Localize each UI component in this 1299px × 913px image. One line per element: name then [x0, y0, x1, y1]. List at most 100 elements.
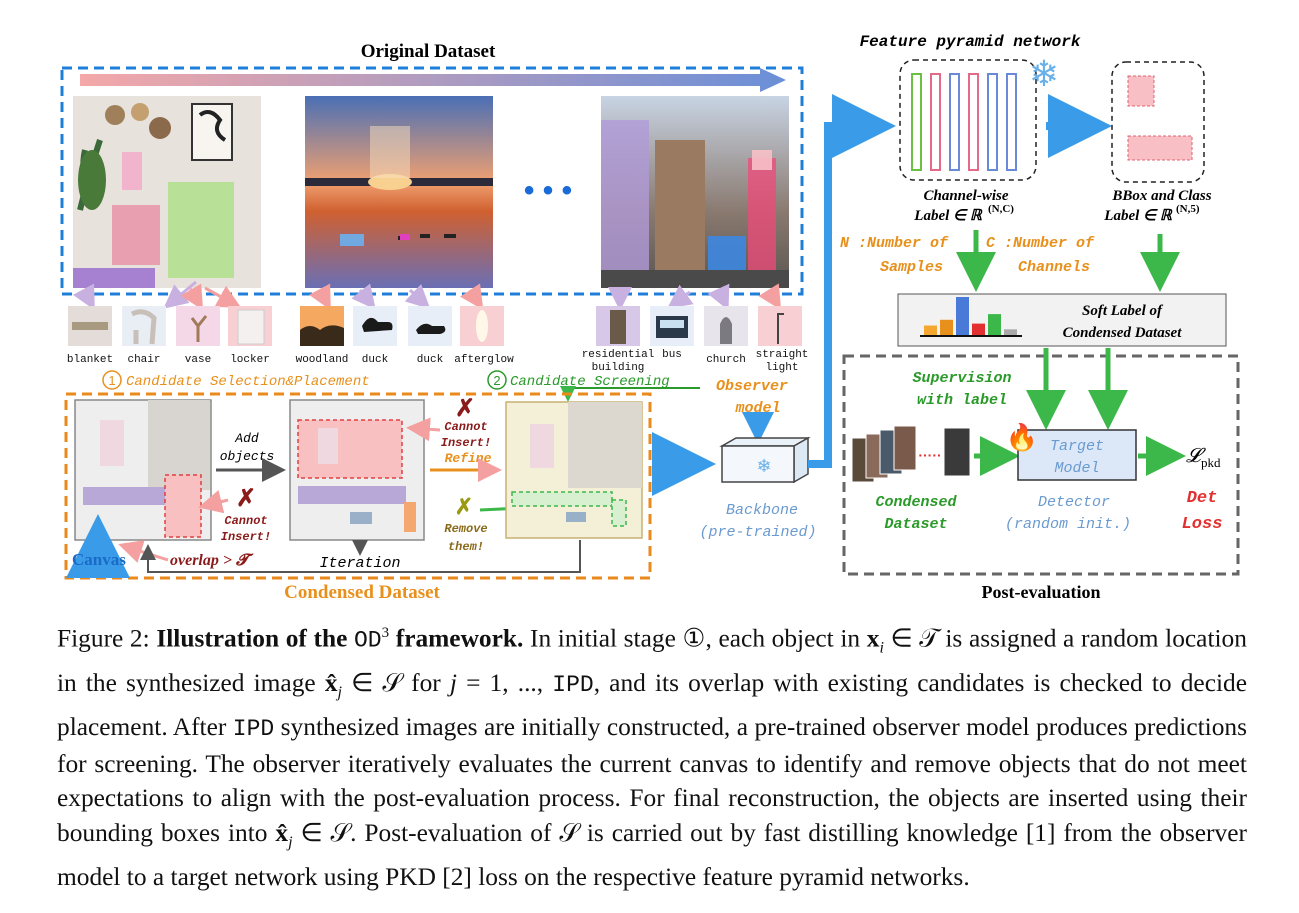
backbone-label-1: Backbone: [726, 502, 798, 519]
caption-xhat: x̂: [324, 668, 338, 697]
condensed-dataset-box: [64, 392, 652, 580]
freeze-icon-fpn: ❄: [1029, 53, 1059, 94]
caption-line5: the current canvas to identify and remov…: [57, 749, 1247, 813]
caption-line8: model to a target network using PKD [2] …: [57, 863, 970, 892]
channel-label-2: Label ∈ ℝ: [913, 208, 983, 224]
caption-line7b: ∈ 𝒮. Post-evaluation of: [300, 818, 552, 847]
post-eval-box: [842, 354, 1240, 576]
label-residential-2: building: [592, 362, 645, 374]
n-samples-2: Samples: [880, 259, 943, 276]
caption-fig-num: Figure 2:: [57, 624, 150, 653]
c-channels-1: C :Number of: [986, 235, 1095, 252]
caption-s-sym: 𝒮: [559, 818, 579, 847]
soft-label-bars: [924, 297, 1017, 335]
label-blanket: blanket: [67, 354, 113, 366]
soft-label-bar: [972, 323, 985, 335]
caption-s1: In initial stage ①, each object in: [530, 624, 861, 653]
caption-ipd-1: IPD: [552, 671, 594, 698]
detector-label-2: (random init.): [1005, 516, 1131, 533]
caption-xi-sub: i: [879, 639, 884, 657]
caption-ipd-2: IPD: [232, 716, 275, 743]
bbox-label-1: BBox and Class: [1111, 188, 1211, 204]
stage1-label: Candidate Selection&Placement: [126, 374, 370, 390]
stage2-number: 2: [493, 373, 500, 388]
target-model-2: Model: [1054, 460, 1099, 477]
more-dots: • • •: [524, 174, 572, 207]
cannot-insert-arrow-1: [198, 489, 229, 514]
cannot-insert-1b: Insert!: [221, 530, 271, 544]
caption-line7a: into: [227, 818, 268, 847]
soft-label-bar: [924, 325, 937, 335]
c-channels-2: Channels: [1018, 259, 1090, 276]
n-samples-1: N :Number of: [840, 235, 949, 252]
cannot-insert-2b: Insert!: [441, 436, 491, 450]
thumb-connectors: [72, 280, 782, 311]
add-objects-label-1: Add: [234, 431, 259, 446]
overlap-arrow: [118, 540, 169, 563]
caption-line2a: random location in the synthesized image: [57, 624, 1247, 697]
condensed-label-1: Condensed: [875, 494, 957, 511]
observer-label-1: Observer: [716, 378, 788, 395]
condensed-image-stack: [851, 425, 971, 483]
stack-ellipsis: ·····: [918, 447, 941, 463]
supervision-label-2: with label: [917, 392, 1007, 409]
det-loss-2: Loss: [1182, 515, 1223, 534]
detector-label-1: Detector: [1038, 494, 1110, 511]
target-model-1: Target: [1050, 438, 1104, 455]
bbox-wide: [1127, 135, 1193, 161]
canvas-1: [74, 399, 212, 541]
original-dataset-title: Original Dataset: [361, 41, 496, 62]
caption-line3a: candidates is checked to decide placemen…: [57, 668, 1247, 742]
target-model-box: [1017, 429, 1137, 481]
canvas-2: [289, 399, 425, 541]
stage2-label: Candidate Screening: [510, 374, 670, 390]
caption-line4: pre-trained observer model produces pred…: [57, 713, 1247, 778]
label-duck-1: duck: [362, 354, 389, 366]
backbone-block: [719, 436, 811, 484]
backbone-to-fpn-arrow: [808, 94, 896, 468]
caption-j: j: [449, 668, 457, 697]
caption-line7c: is carried out by fast distilling knowle…: [586, 818, 1247, 847]
object-thumbnails: [68, 306, 802, 346]
stage1-number: 1: [108, 373, 115, 388]
det-loss-1: Det: [1187, 489, 1218, 508]
bbox-small: [1127, 75, 1155, 107]
soft-label-bar: [940, 319, 953, 335]
label-locker: locker: [230, 354, 270, 366]
fire-icon: 🔥: [1006, 422, 1038, 452]
post-eval-title: Post-evaluation: [982, 582, 1101, 602]
caption-xhat-2: x̂: [275, 818, 289, 847]
observer-label-2: model: [734, 400, 780, 417]
caption-xhat-sub-2: j: [288, 833, 293, 851]
label-residential-1: residential: [582, 349, 655, 361]
soft-label-2: Condensed Dataset: [1063, 325, 1183, 341]
lake-image: [305, 96, 493, 288]
soft-label-1: Soft Label of: [1082, 303, 1164, 319]
caption-title-b: framework.: [395, 624, 524, 653]
freeze-icon-backbone: ❄: [756, 456, 771, 476]
cannot-insert-arrow-2: [406, 417, 441, 442]
cannot-insert-1a: Cannot: [224, 514, 267, 528]
caption-od3-sup: 3: [381, 625, 390, 641]
caption-line-1: Figure 2: Illustration of the OD3 framew…: [57, 616, 1247, 895]
overlap-label: overlap > 𝓣: [170, 552, 254, 569]
label-afterglow: afterglow: [454, 354, 514, 366]
label-church: church: [706, 354, 746, 366]
stage2-circle: [487, 370, 507, 390]
soft-label-bar: [956, 297, 969, 335]
fpn-channels: [911, 73, 1017, 171]
label-duck-2: duck: [417, 354, 444, 366]
channel-label-sup: (N,C): [988, 203, 1014, 215]
caption-title-a: Illustration of the: [156, 624, 348, 653]
fpn-box: [899, 59, 1037, 181]
caption-in-t: ∈ 𝒯 is assigned a: [890, 624, 1075, 653]
caption-eq1: = 1, ...,: [466, 668, 544, 697]
caption-line3b: synthesized images are initially constru…: [280, 713, 748, 742]
fpn-title: Feature pyramid network: [860, 33, 1081, 51]
bbox-label-2: Label ∈ ℝ: [1103, 208, 1173, 224]
remove-label-1: Remove: [444, 522, 487, 536]
canvas-label: Canvas: [72, 550, 126, 569]
street-image: [601, 96, 789, 288]
condensed-dataset-title: Condensed Dataset: [284, 582, 440, 603]
bbox-label-sup: (N,5): [1176, 203, 1200, 215]
